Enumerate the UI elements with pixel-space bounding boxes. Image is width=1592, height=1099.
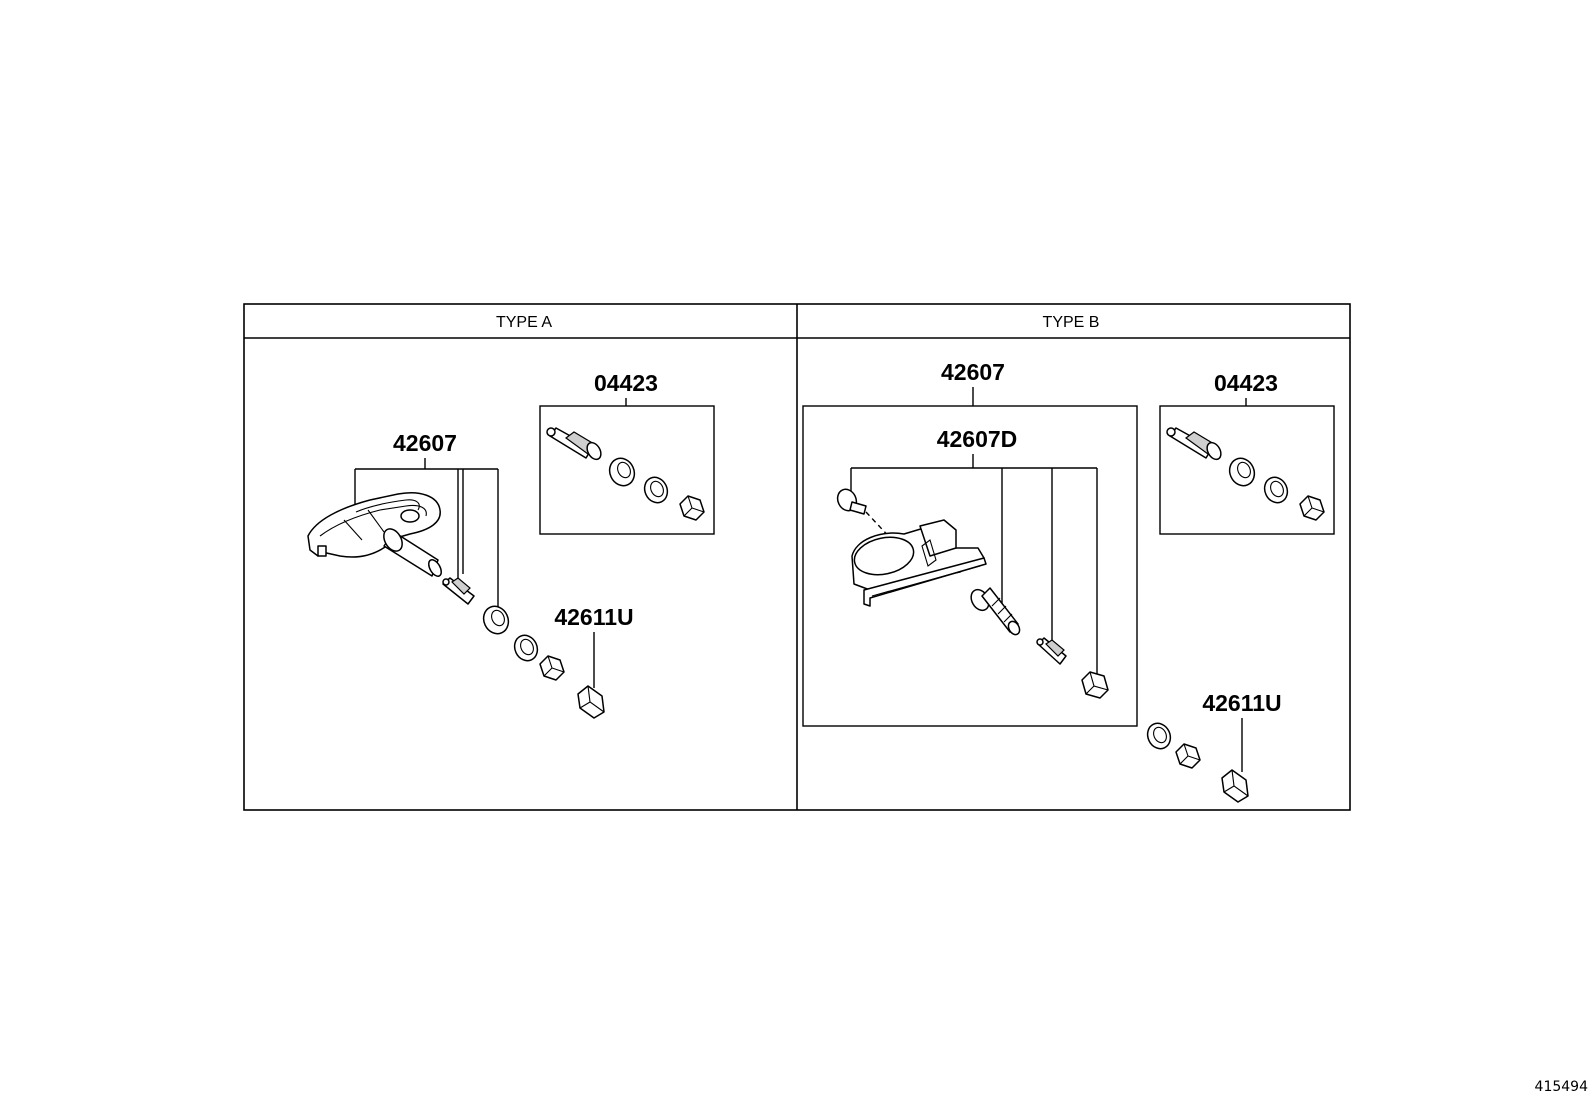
- washer-icon: [1146, 722, 1172, 750]
- panel-type-b: TYPE B 42607 42607D: [802, 314, 1335, 803]
- washer-icon: [1263, 476, 1289, 504]
- valve-cap-icon: [1221, 769, 1249, 803]
- nut-icon: [679, 495, 705, 521]
- panel-header-type-a: TYPE A: [496, 314, 552, 331]
- nut-icon: [1175, 743, 1201, 769]
- leader-lines-sensor-b: [850, 454, 1098, 676]
- washer-icon: [643, 476, 669, 504]
- illustration-code: 415494: [1535, 1079, 1589, 1095]
- valve-kit-box-a: [539, 405, 715, 535]
- valve-kit-box-b: [1159, 405, 1335, 535]
- label-sensor-sub-b: 42607D: [937, 426, 1018, 452]
- label-valve-kit-a: 04423: [594, 370, 658, 396]
- valve-cap-icon: [577, 685, 605, 719]
- panel-header-type-b: TYPE B: [1043, 314, 1100, 331]
- label-cap-a: 42611U: [554, 604, 633, 630]
- grommet-icon: [1228, 457, 1256, 487]
- tpms-sensor-icon: [851, 519, 987, 607]
- valve-stem-icon: [1166, 427, 1222, 461]
- washer-icon: [513, 634, 539, 662]
- tpms-sensor-icon: [307, 492, 441, 558]
- valve-stem-icon: [383, 528, 442, 577]
- label-cap-b: 42611U: [1202, 690, 1281, 716]
- screw-icon: [836, 488, 895, 543]
- grommet-icon: [482, 605, 510, 635]
- label-valve-kit-b: 04423: [1214, 370, 1278, 396]
- nut-icon: [539, 655, 565, 681]
- valve-stem-icon: [970, 587, 1021, 636]
- valve-stem-icon: [546, 427, 602, 461]
- panel-type-a: TYPE A 42607: [307, 314, 715, 719]
- label-sensor-assy-b: 42607: [941, 359, 1005, 385]
- nut-icon: [1299, 495, 1325, 521]
- valve-core-icon: [1036, 637, 1067, 665]
- valve-core-icon: [442, 577, 475, 605]
- nut-icon: [1081, 671, 1109, 699]
- grommet-icon: [608, 457, 636, 487]
- sensor-assy-box-b: [802, 405, 1138, 727]
- label-sensor-assy-a: 42607: [393, 430, 457, 456]
- diagram-frame: [243, 303, 1351, 811]
